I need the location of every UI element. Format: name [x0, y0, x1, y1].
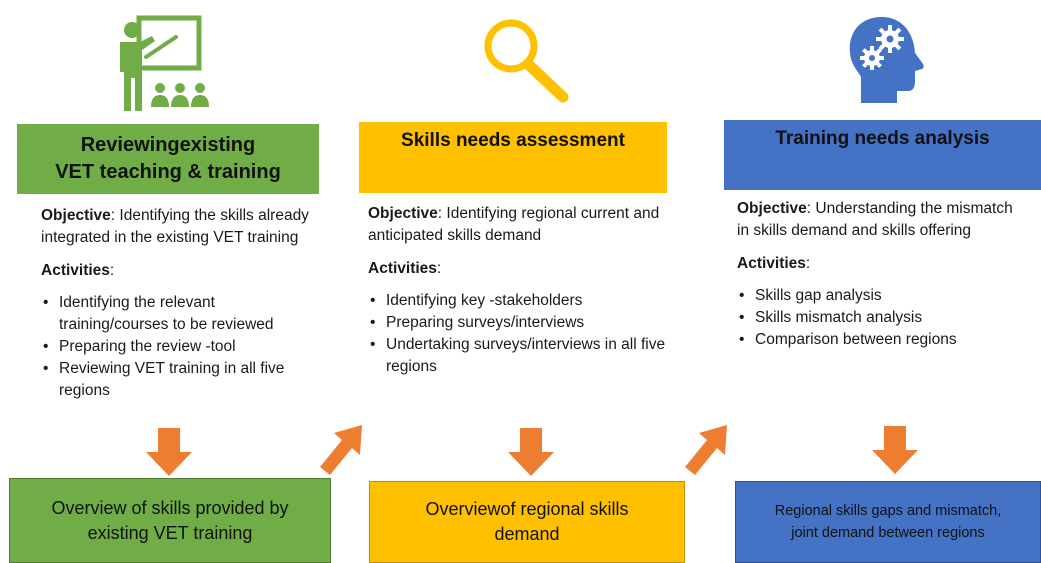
activity-item: Preparing the review -tool: [41, 336, 326, 358]
activity-item: Identifying key -stakeholders: [368, 290, 668, 312]
activities-heading: Activities:: [368, 260, 442, 277]
header-skills-needs-assessment: Skills needs assessment: [359, 122, 667, 193]
objective-paragraph: Objective: Identifying the skills alread…: [41, 205, 326, 249]
output-box-vet-overview: Overview of skills provided by existing …: [9, 478, 331, 563]
diagonal-arrow-icon: [685, 425, 727, 475]
header-title: Training needs analysis: [775, 128, 990, 149]
activity-item: Preparing surveys/interviews: [368, 312, 668, 334]
header-reviewing-vet: Reviewingexisting VET teaching & trainin…: [17, 124, 319, 194]
activities-heading: Activities:: [737, 255, 811, 272]
activities-heading: Activities:: [41, 262, 115, 279]
teacher-presentation-icon: [120, 15, 209, 111]
objective-label: Objective: [41, 207, 111, 224]
diagonal-arrow-icon: [320, 425, 362, 475]
activities-list: Identifying key -stakeholders Preparing …: [368, 290, 668, 378]
activity-item: Comparison between regions: [737, 329, 1027, 351]
header-title: Skills needs assessment: [401, 130, 625, 151]
column-training-needs-body: Objective: Understanding the mismatch in…: [737, 198, 1027, 351]
down-arrow-icon: [872, 426, 918, 474]
head-gears-icon: [849, 17, 924, 103]
activity-item: Skills gap analysis: [737, 285, 1027, 307]
header-title-line2: VET teaching & training: [55, 161, 281, 183]
output-text: Overviewof regional skills demand: [425, 499, 629, 544]
objective-text: : Identifying the skills already integra…: [41, 207, 309, 246]
output-box-skills-gaps: Regional skills gaps and mismatch, joint…: [735, 481, 1041, 563]
objective-label: Objective: [737, 200, 807, 217]
objective-text: : Understanding the mismatch in skills d…: [737, 200, 1013, 239]
column-skills-needs-body: Objective: Identifying regional current …: [368, 203, 668, 378]
down-arrow-icon: [146, 428, 192, 476]
output-box-regional-demand: Overviewof regional skills demand: [369, 481, 685, 563]
activity-item: Reviewing VET training in all five regio…: [41, 358, 326, 402]
objective-label: Objective: [368, 205, 438, 222]
header-training-needs-analysis: Training needs analysis: [724, 120, 1041, 190]
activities-label: Activities: [737, 255, 806, 272]
activities-list: Identifying the relevant training/course…: [41, 292, 326, 402]
down-arrow-icon: [508, 428, 554, 476]
output-text-line1: Regional skills gaps and mismatch,: [774, 503, 1002, 519]
activities-list: Skills gap analysis Skills mismatch anal…: [737, 285, 1027, 351]
header-title-line1: Reviewingexisting: [80, 134, 256, 156]
activities-label: Activities: [368, 260, 437, 277]
activities-label: Activities: [41, 262, 110, 279]
objective-paragraph: Objective: Understanding the mismatch in…: [737, 198, 1027, 242]
objective-text: : Identifying regional current and antic…: [368, 205, 660, 244]
activity-item: Undertaking surveys/interviews in all fi…: [368, 334, 668, 378]
output-text-line2: joint demand between regions: [791, 525, 985, 541]
magnifier-icon: [484, 19, 569, 103]
column-reviewing-body: Objective: Identifying the skills alread…: [41, 205, 326, 402]
activity-item: Skills mismatch analysis: [737, 307, 1027, 329]
activity-item: Identifying the relevant training/course…: [41, 292, 326, 336]
output-text: Overview of skills provided by existing …: [51, 497, 289, 543]
objective-paragraph: Objective: Identifying regional current …: [368, 203, 668, 247]
